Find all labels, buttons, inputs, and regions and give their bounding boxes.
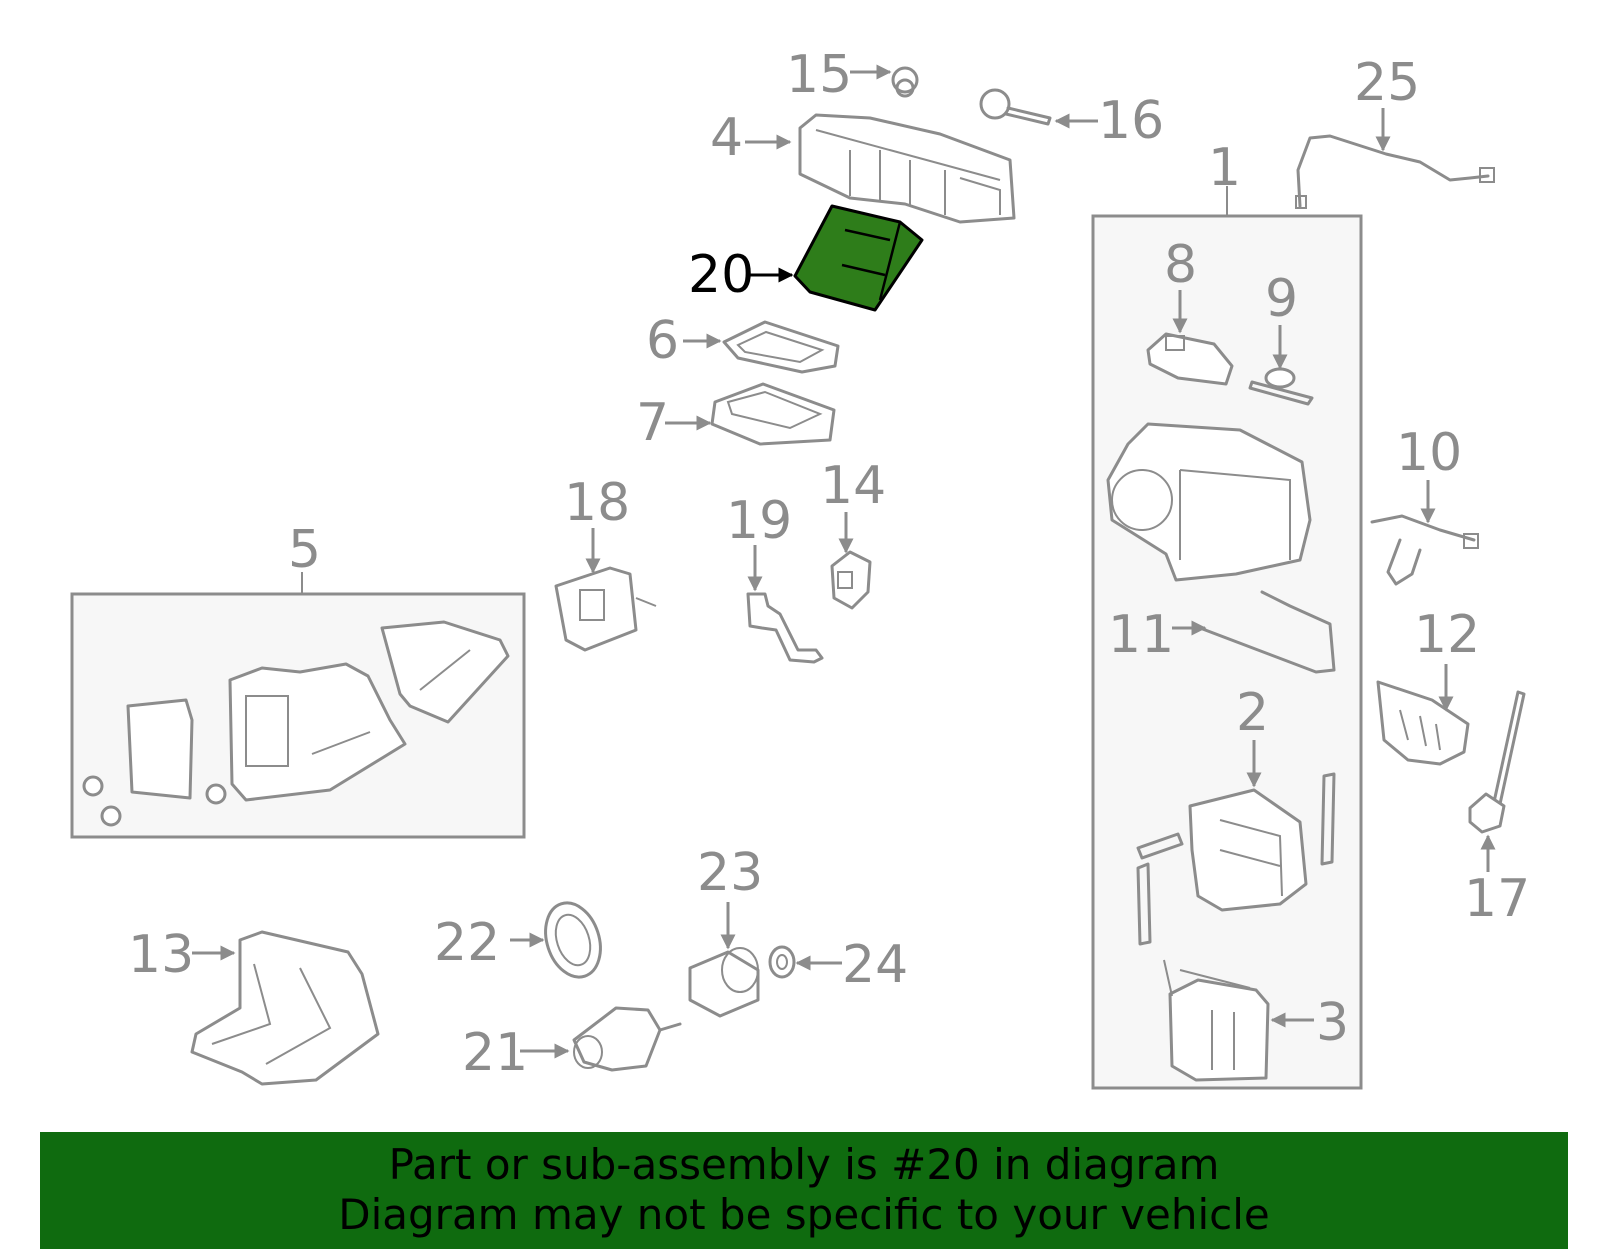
part-8-actuator: [1146, 332, 1234, 386]
part-5-assembly: [82, 620, 510, 827]
callout-16: 16: [1098, 91, 1164, 151]
callout-11: 11: [1108, 605, 1174, 665]
part-17-sensor: [1468, 690, 1526, 834]
banner-line-1: Part or sub-assembly is #20 in diagram: [388, 1140, 1220, 1189]
part-24-washer: [768, 945, 796, 979]
part-2-case: [1136, 772, 1336, 946]
part-16-screw: [979, 88, 1052, 126]
callout-7: 7: [636, 393, 669, 453]
part-11-sensor-cable: [1198, 590, 1336, 674]
callout-10: 10: [1396, 423, 1462, 483]
callout-2: 2: [1236, 683, 1269, 743]
callout-1: 1: [1208, 138, 1241, 198]
callout-3: 3: [1316, 993, 1349, 1053]
info-banner: Part or sub-assembly is #20 in diagram D…: [40, 1132, 1568, 1249]
part-20-heater-core: [793, 204, 924, 312]
part-4-upper-case: [798, 113, 1016, 224]
part-25-harness: [1295, 134, 1495, 209]
part-15-clip: [891, 66, 919, 98]
part-3-evaporator: [1163, 959, 1270, 1082]
callout-15: 15: [786, 45, 852, 105]
callout-14: 14: [820, 456, 886, 516]
part-22-gasket: [544, 901, 602, 979]
callout-25: 25: [1354, 53, 1420, 113]
callout-22: 22: [434, 913, 500, 973]
part-23-blower-wheel: [688, 947, 760, 1018]
callout-21: 21: [462, 1023, 528, 1083]
callout-8: 8: [1164, 235, 1197, 295]
part-21-blower-motor: [572, 1006, 682, 1072]
part-12-cover: [1376, 680, 1470, 766]
banner-line-2: Diagram may not be specific to your vehi…: [338, 1190, 1270, 1239]
part-6-seal: [722, 320, 840, 374]
callout-18: 18: [564, 473, 630, 533]
callout-4: 4: [710, 108, 743, 168]
part-19-bracket: [746, 592, 824, 664]
callout-20: 20: [688, 245, 754, 305]
part-9-sensor: [1248, 367, 1314, 406]
callout-13: 13: [128, 925, 194, 985]
callout-9: 9: [1265, 269, 1298, 329]
callout-17: 17: [1464, 869, 1530, 929]
callout-24: 24: [842, 935, 908, 995]
part-10-harness: [1370, 514, 1479, 586]
part-14-actuator: [830, 550, 872, 610]
part-1-housing: [1106, 422, 1312, 582]
callout-12: 12: [1414, 605, 1480, 665]
callout-19: 19: [726, 491, 792, 551]
callout-5: 5: [288, 520, 321, 580]
part-7-seal: [710, 382, 836, 446]
callout-23: 23: [697, 843, 763, 903]
part-18-module: [554, 566, 657, 652]
part-13-lower-case: [190, 930, 380, 1086]
callout-6: 6: [646, 311, 679, 371]
